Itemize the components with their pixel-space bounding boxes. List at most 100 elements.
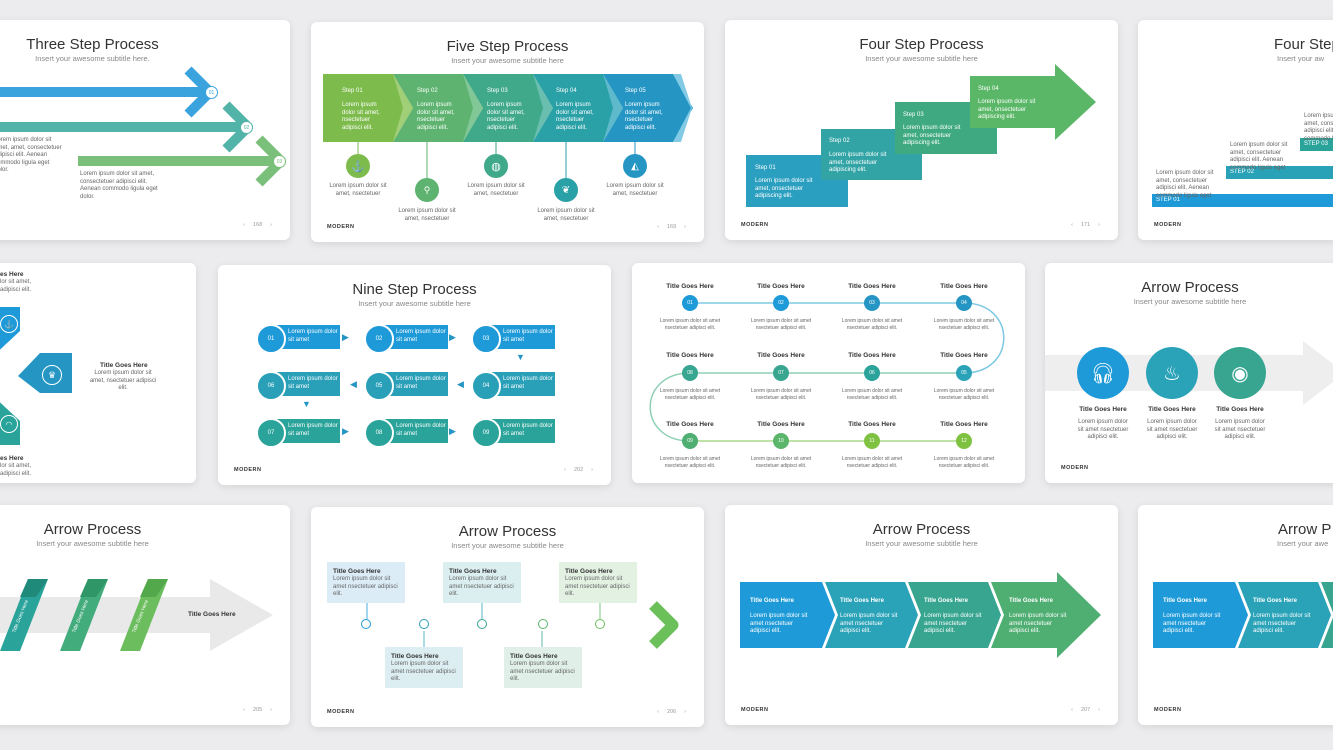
timeline-text-12: Lorem ipsum dolor sit amet nsectetuer ad…: [933, 456, 995, 469]
staircase-arrow: [746, 64, 1096, 207]
eye-icon: ◉: [1214, 347, 1266, 399]
timeline-label-08: Title Goes Here: [666, 352, 714, 359]
slide-title: Arrow Process: [1141, 279, 1239, 296]
arrow-right-icon: ▶: [342, 332, 349, 342]
callout-head-2: Title Goes Here: [449, 568, 497, 575]
slide-four-step-cropped[interactable]: Four Step Insert your aw STEP 01 STEP 02…: [1138, 20, 1333, 240]
next-icon: ›: [270, 707, 272, 713]
step-marker-02: 02: [240, 121, 253, 134]
chevron-text-5: Lorem ipsum dolor sit amet, nsectetuer a…: [625, 102, 663, 131]
slide-pager[interactable]: ‹ 207 ›: [1071, 707, 1100, 713]
page-number: 206: [666, 709, 677, 715]
slide-subtitle: Insert your awesome subtitle here: [451, 56, 564, 65]
block-text-4: Lorem ipsum dolor sit amet nsectetuer ad…: [1009, 613, 1067, 634]
nine-step-number-04: 04: [471, 371, 501, 401]
chevron-label-4: Step 04: [556, 88, 577, 94]
stair-text-3: Lorem ipsum dolor sit amet, onsectetuer …: [903, 125, 961, 146]
page-number: 207: [1080, 707, 1091, 713]
nine-step-text-03: Lorem ipsum dolor sit amet: [503, 329, 553, 343]
slide-pager[interactable]: ‹169›: [657, 224, 686, 230]
arrow-right-icon: ▶: [449, 426, 456, 436]
crown-icon: ♛: [42, 365, 62, 385]
slide-converging-arrows[interactable]: es Here lor sit amet, adipisci elit. ⚓ ♛…: [0, 263, 196, 483]
timeline-dot-2: [419, 619, 429, 629]
slide-subtitle: Insert your awesome subtitle here: [865, 54, 978, 63]
arrow-left-icon: ◀: [457, 379, 464, 389]
headphones-icon: 🎧︎: [1077, 347, 1129, 399]
gradient-arrow: [359, 601, 679, 649]
timeline-text-09: Lorem ipsum dolor sit amet nsectetuer ad…: [659, 456, 721, 469]
prev-icon: ‹: [1071, 707, 1073, 713]
slide-arrow-process-blocks[interactable]: Arrow Process Insert your awesome subtit…: [725, 505, 1118, 725]
callout-text-1: Lorem ipsum dolor sit amet nsectetuer ad…: [333, 576, 398, 597]
nine-step-text-08: Lorem ipsum dolor sit amet: [396, 423, 446, 437]
brand-label: MODERN: [741, 707, 769, 713]
timeline-dot-3: [477, 619, 487, 629]
slide-arrow-process-cropped[interactable]: Arrow P Insert your awe Title Goes Here …: [1138, 505, 1333, 725]
slide-pager[interactable]: ‹168›: [243, 222, 272, 228]
stair-label-2: Step 02: [829, 138, 850, 144]
block-text-3: Lorem ipsum dolor sit amet nsectetuer ad…: [924, 613, 982, 634]
slide-pager[interactable]: ‹205›: [243, 707, 272, 713]
chevron-text-2: Lorem ipsum dolor sit amet, nsectetuer a…: [417, 102, 455, 131]
prev-icon: ‹: [1071, 222, 1073, 228]
timeline-label-04: Title Goes Here: [940, 283, 988, 290]
step-text-b: Lorem ipsum dolor sit amet, consectetuer…: [80, 171, 158, 200]
slide-three-step-process[interactable]: Three Step Process Insert your awesome s…: [0, 20, 290, 240]
timeline-text-03: Lorem ipsum dolor sit amet nsectetuer ad…: [841, 318, 903, 331]
slide-subtitle: Insert your awesome subtitle here.: [35, 54, 150, 63]
timeline-node-11: 11: [864, 433, 880, 449]
stair-text-4: Lorem ipsum dolor sit amet, onsectetuer …: [978, 99, 1036, 120]
slide-pager[interactable]: ‹206›: [657, 709, 686, 715]
prev-icon: ‹: [657, 224, 659, 230]
item-text-b: lor sit amet, adipisci elit.: [0, 463, 32, 477]
prev-icon: ‹: [564, 467, 566, 473]
block-text-2: Lorem ipsum dolor sit amet nsectetuer ad…: [840, 613, 898, 634]
slide-subtitle: Insert your aw: [1277, 54, 1325, 63]
pizza-icon: ◭: [623, 154, 647, 178]
icon-text-5: Lorem ipsum dolor sit amet, nsectetuer: [606, 183, 664, 197]
slide-arrow-process-icons[interactable]: Arrow Process Insert your awesome subtit…: [1045, 263, 1333, 483]
nine-step-text-04: Lorem ipsum dolor sit amet: [503, 376, 553, 390]
bar-text-3: Lorem ipsum dolor sit amet, consectetuer…: [1304, 113, 1333, 142]
icon-text-1: Lorem ipsum dolor sit amet nsectetuer ad…: [1077, 419, 1129, 440]
block-text-1: Lorem ipsum dolor sit amet nsectetuer ad…: [750, 613, 808, 634]
chevron-text-1: Lorem ipsum dolor sit amet, nsectetuer a…: [342, 102, 380, 131]
next-icon: ›: [1098, 222, 1100, 228]
leaf-icon: ❦: [554, 178, 578, 202]
slide-five-step-process[interactable]: Five Step Process Insert your awesome su…: [311, 22, 704, 242]
arrow-right-icon: ▶: [342, 426, 349, 436]
icon-text-1: Lorem ipsum dolor sit amet, nsectetuer: [329, 183, 387, 197]
slide-arrow-process-ribbons[interactable]: Arrow Process Insert your awesome subtit…: [0, 505, 290, 725]
chevron-label-2: Step 02: [417, 88, 438, 94]
nine-step-number-01: 01: [256, 324, 286, 354]
nine-step-number-08: 08: [364, 418, 394, 448]
nine-step-text-01: Lorem ipsum dolor sit amet: [288, 329, 338, 343]
next-icon: ›: [684, 224, 686, 230]
item-label-text: Lorem ipsum dolor sit amet, nsectetuer a…: [89, 370, 157, 391]
slide-nine-step-process[interactable]: Nine Step Process Insert your awesome su…: [218, 265, 611, 485]
brand-label: MODERN: [234, 467, 262, 473]
timeline-node-07: 07: [773, 365, 789, 381]
arrow-down-icon: ▼: [516, 352, 525, 362]
slide-four-step-process[interactable]: Four Step Process Insert your awesome su…: [725, 20, 1118, 240]
slide-pager[interactable]: ‹202›: [564, 467, 593, 473]
icon-label-1: Title Goes Here: [1079, 406, 1127, 413]
timeline-node-06: 06: [864, 365, 880, 381]
timeline-text-02: Lorem ipsum dolor sit amet nsectetuer ad…: [750, 318, 812, 331]
callout-text-4: Lorem ipsum dolor sit amet nsectetuer ad…: [391, 661, 456, 682]
slide-pager[interactable]: ‹171›: [1071, 222, 1100, 228]
slide-title: Arrow P: [1278, 521, 1332, 538]
timeline-label-01: Title Goes Here: [666, 283, 714, 290]
brand-label: MODERN: [1154, 222, 1182, 228]
timeline-node-10: 10: [773, 433, 789, 449]
next-icon: ›: [1098, 707, 1100, 713]
timeline-label-09: Title Goes Here: [666, 421, 714, 428]
prev-icon: ‹: [657, 709, 659, 715]
brand-label: MODERN: [327, 224, 355, 230]
chevron-label-1: Step 01: [342, 88, 363, 94]
icon-text-2: Lorem ipsum dolor sit amet nsectetuer ad…: [1146, 419, 1198, 440]
slide-arrow-process-callouts[interactable]: Arrow Process Insert your awesome subtit…: [311, 507, 704, 727]
page-number: 205: [252, 707, 263, 713]
